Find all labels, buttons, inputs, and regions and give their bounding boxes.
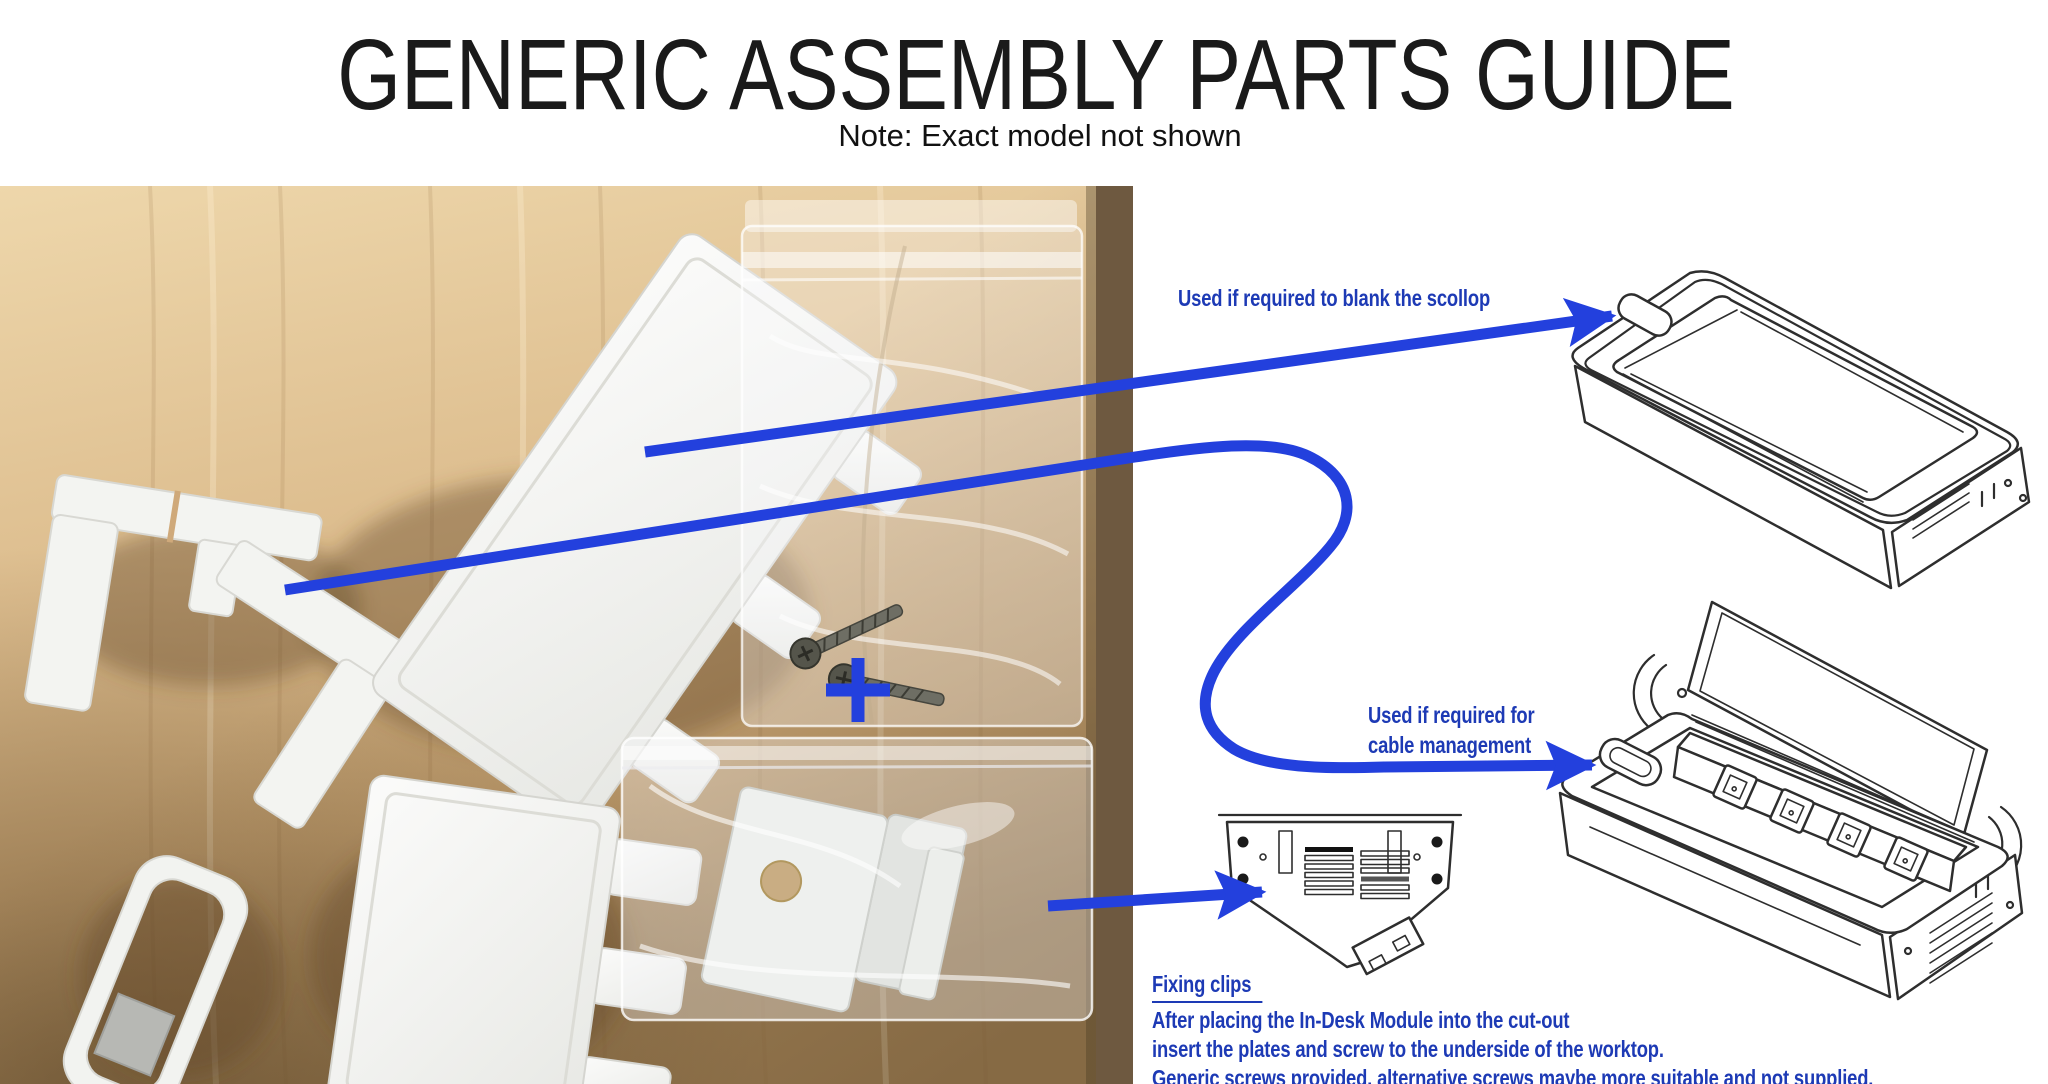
frame-clip-piece	[62, 855, 249, 1084]
fixing-clip-plate	[700, 786, 968, 1013]
fixing-clips-line3: Generic screws provided, alternative scr…	[1152, 1065, 1874, 1084]
fixing-clips-heading: Fixing clips	[1152, 970, 1263, 1003]
page-subtitle: Note: Exact model not shown	[838, 118, 1242, 153]
parts-photo	[0, 186, 1133, 1084]
annotation-cable-management: Used if required for cable management	[1368, 700, 1535, 760]
annotation-cable-line1: Used if required for	[1368, 702, 1535, 728]
clip-bracket	[1351, 916, 1425, 976]
scallop-blanking-plate-2	[326, 774, 703, 1084]
cable-scallop-recess	[1598, 737, 1663, 787]
closed-module-drawing	[1571, 270, 2031, 590]
screw-dots	[1237, 836, 1443, 885]
annotation-fixing-clips: Fixing clips After placing the In-Desk M…	[1152, 970, 1873, 1084]
fixing-clips-line2: insert the plates and screw to the under…	[1152, 1036, 1664, 1062]
socket-cutouts	[1712, 764, 1929, 882]
annotation-cable-line2: cable management	[1368, 732, 1532, 758]
annotation-blank-scollop: Used if required to blank the scollop	[1178, 285, 1491, 311]
page-title: GENERIC ASSEMBLY PARTS GUIDE	[337, 19, 1735, 131]
fixing-clip-bag	[620, 736, 1094, 1022]
screws-bag	[740, 200, 1084, 728]
fixing-clips-line1: After placing the In-Desk Module into th…	[1152, 1007, 1570, 1033]
vent-slats	[1304, 847, 1410, 900]
